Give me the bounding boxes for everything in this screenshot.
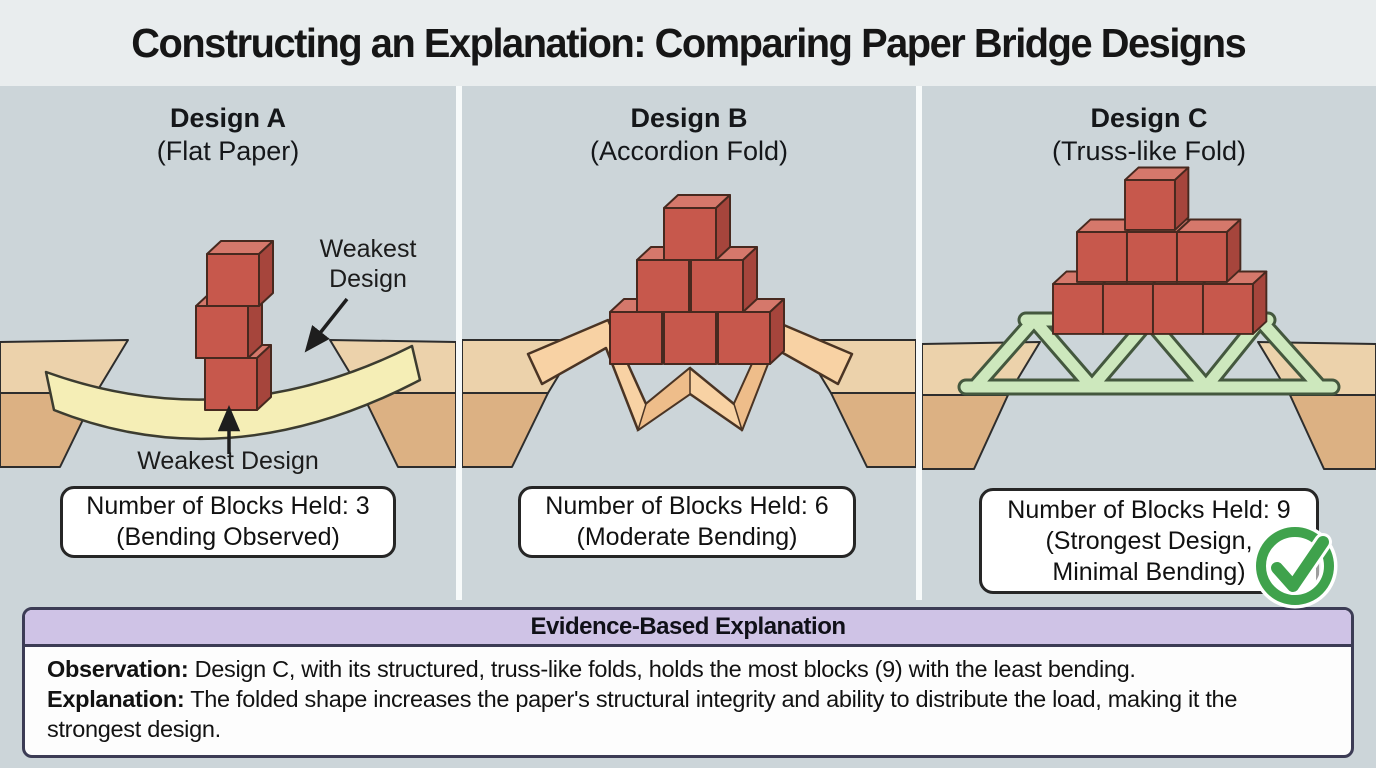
flat-paper <box>44 344 422 441</box>
design-a-illustration <box>0 240 456 468</box>
arrow-to-paper <box>304 297 349 353</box>
bending-note-a: (Bending Observed) <box>116 523 340 551</box>
design-a-title: Design A <box>169 103 286 133</box>
blocks-held-b: Number of Blocks Held: 6 <box>545 492 829 520</box>
explanation-line: Explanation: The folded shape increases … <box>47 684 1329 744</box>
design-b-result-box: Number of Blocks Held: 6 (Moderate Bendi… <box>518 486 856 558</box>
bending-note-b: (Moderate Bending) <box>576 523 798 551</box>
design-a-result-box: Number of Blocks Held: 3 (Bending Observ… <box>60 486 396 558</box>
block-pyramid-9 <box>1052 166 1268 335</box>
strongest-note-c: (Strongest Design, <box>1045 526 1253 555</box>
explanation-header: Evidence-Based Explanation <box>25 610 1351 647</box>
weakest-design-lower-label: Weakest Design <box>137 447 319 475</box>
observation-label: Observation: <box>47 656 189 682</box>
panel-divider <box>456 86 462 600</box>
design-b-heading: Design B (Accordion Fold) <box>462 102 916 168</box>
check-icon <box>1245 514 1349 618</box>
blocks-held-a: Number of Blocks Held: 3 <box>86 492 370 520</box>
panel-divider <box>916 86 922 600</box>
design-c-illustration <box>922 166 1376 470</box>
explanation-label: Explanation: <box>47 686 185 712</box>
observation-line: Observation: Design C, with its structur… <box>47 654 1329 684</box>
design-b-title: Design B <box>630 103 748 133</box>
panel-design-a: Design A (Flat Paper) Weak <box>0 86 456 600</box>
design-c-title: Design C <box>1090 103 1208 133</box>
block-pyramid-6 <box>609 194 785 365</box>
panel-design-c: Design C (Truss-like Fold) <box>922 86 1376 609</box>
explanation-text: The folded shape increases the paper's s… <box>47 686 1238 742</box>
observation-text: Design C, with its structured, truss-lik… <box>194 656 1136 682</box>
design-b-subtitle: (Accordion Fold) <box>589 136 789 166</box>
blocks-held-c: Number of Blocks Held: 9 <box>1007 495 1291 524</box>
panel-design-b: Design B (Accordion Fold) <box>462 86 916 600</box>
design-a-subtitle: (Flat Paper) <box>156 136 300 166</box>
design-c-heading: Design C (Truss-like Fold) <box>922 102 1376 168</box>
design-a-heading: Design A (Flat Paper) <box>0 102 456 168</box>
design-b-illustration <box>462 194 916 468</box>
accordion-fold-shade <box>636 366 691 432</box>
explanation-body: Observation: Design C, with its structur… <box>25 647 1351 744</box>
evidence-explanation-box: Evidence-Based Explanation Observation: … <box>22 607 1354 758</box>
title-bar: Constructing an Explanation: Comparing P… <box>0 0 1376 86</box>
block-stack-3 <box>195 240 274 411</box>
design-c-subtitle: (Truss-like Fold) <box>1051 136 1246 166</box>
page-title: Constructing an Explanation: Comparing P… <box>130 19 1246 66</box>
weakest-design-upper-label: Weakest Design <box>319 235 417 293</box>
bending-note-c: Minimal Bending) <box>1052 557 1246 586</box>
